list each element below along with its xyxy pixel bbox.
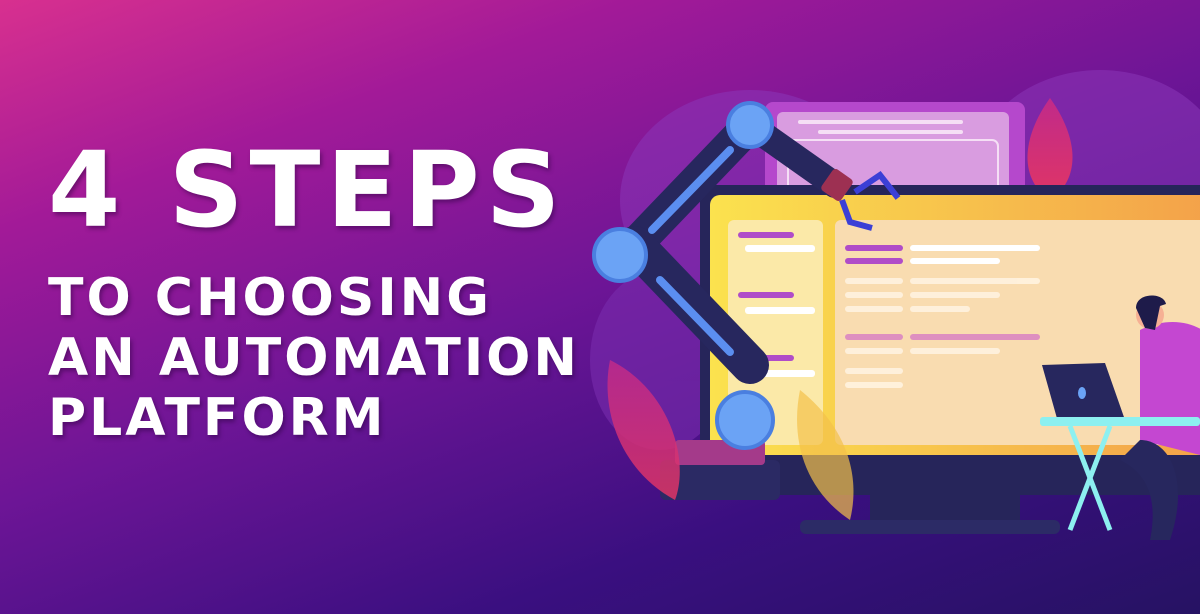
headline-subline-1: TO CHOOSING xyxy=(48,268,492,328)
person-with-laptop xyxy=(1040,295,1200,540)
headline-title: 4 STEPS xyxy=(48,129,567,251)
automation-illustration xyxy=(590,70,1200,540)
headline-subline-2: AN AUTOMATION xyxy=(48,328,580,388)
headline-subline-3: PLATFORM xyxy=(48,388,387,448)
leaf-right xyxy=(1027,98,1073,200)
leaf-left xyxy=(607,360,680,500)
headline-block: 4 STEPS TO CHOOSING AN AUTOMATION PLATFO… xyxy=(48,138,580,448)
robotic-arm xyxy=(592,101,901,500)
leaf-yellow xyxy=(797,390,854,520)
desktop-monitor xyxy=(700,185,1200,534)
